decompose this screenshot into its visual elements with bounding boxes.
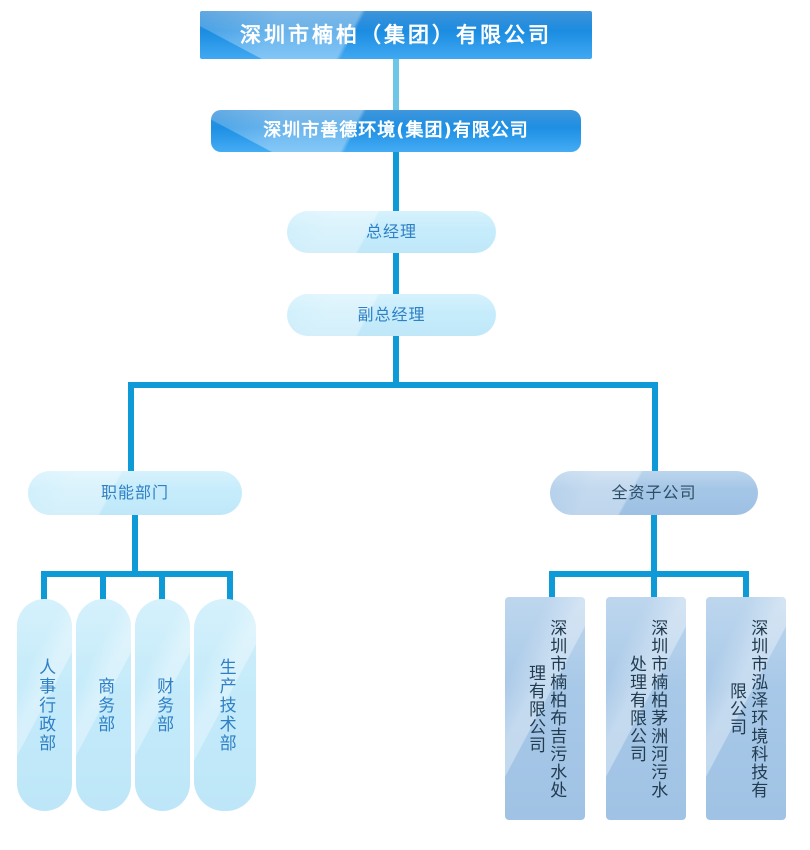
connector-dept-drop-1 bbox=[41, 571, 47, 601]
node-department[interactable]: 商务部 bbox=[76, 599, 131, 811]
connector-bus-to-functional bbox=[128, 382, 134, 471]
connector-group-to-subgroup bbox=[393, 59, 399, 110]
node-sub-group-company-label: 深圳市善德环境(集团)有限公司 bbox=[263, 119, 529, 141]
node-general-manager-label: 总经理 bbox=[365, 222, 417, 241]
node-wholly-owned-subsidiaries[interactable]: 全资子公司 bbox=[550, 471, 758, 515]
node-subsidiary[interactable]: 深圳市楠柏茅洲河污水处理有限公司 bbox=[606, 597, 686, 820]
node-department[interactable]: 生产技术部 bbox=[194, 599, 256, 811]
node-department-label: 商务部 bbox=[94, 676, 115, 734]
node-department-label: 生产技术部 bbox=[215, 657, 236, 753]
node-group-company-label: 深圳市楠柏（集团）有限公司 bbox=[240, 22, 552, 47]
connector-subsidiaries-bus bbox=[549, 571, 749, 577]
node-subsidiary-label: 深圳市楠柏茅洲河污水处理有限公司 bbox=[626, 618, 668, 799]
connector-subsidiary-drop-1 bbox=[549, 571, 555, 599]
node-deputy-general-manager-label: 副总经理 bbox=[357, 305, 426, 324]
connector-main-horizontal-bus bbox=[128, 382, 658, 388]
node-subsidiary[interactable]: 深圳市泓泽环境科技有限公司 bbox=[706, 597, 786, 820]
node-department[interactable]: 财务部 bbox=[135, 599, 190, 811]
connector-gm-to-deputy bbox=[393, 253, 399, 294]
node-general-manager[interactable]: 总经理 bbox=[287, 211, 496, 253]
node-functional-departments[interactable]: 职能部门 bbox=[28, 471, 242, 515]
connector-deputy-to-bus bbox=[393, 336, 399, 385]
node-department-label: 财务部 bbox=[153, 676, 174, 734]
node-subsidiary[interactable]: 深圳市楠柏布吉污水处理有限公司 bbox=[505, 597, 585, 820]
node-functional-departments-label: 职能部门 bbox=[100, 483, 169, 502]
node-department-label: 人事行政部 bbox=[35, 657, 56, 753]
node-group-company[interactable]: 深圳市楠柏（集团）有限公司 bbox=[200, 11, 592, 59]
node-department[interactable]: 人事行政部 bbox=[17, 599, 72, 811]
node-subsidiary-label: 深圳市泓泽环境科技有限公司 bbox=[726, 618, 768, 799]
connector-subgroup-to-gm bbox=[393, 152, 399, 211]
connector-subsidiary-drop-2 bbox=[651, 571, 657, 599]
node-wholly-owned-subsidiaries-label: 全资子公司 bbox=[611, 483, 697, 502]
node-subsidiary-label: 深圳市楠柏布吉污水处理有限公司 bbox=[525, 618, 567, 799]
connector-dept-drop-3 bbox=[159, 571, 165, 601]
node-sub-group-company[interactable]: 深圳市善德环境(集团)有限公司 bbox=[211, 110, 581, 152]
connector-functional-bus bbox=[41, 571, 233, 577]
connector-dept-drop-4 bbox=[227, 571, 233, 601]
connector-dept-drop-2 bbox=[100, 571, 106, 601]
node-deputy-general-manager[interactable]: 副总经理 bbox=[287, 294, 496, 336]
connector-functional-drop bbox=[132, 515, 138, 577]
connector-subsidiaries-drop bbox=[651, 515, 657, 577]
connector-subsidiary-drop-3 bbox=[743, 571, 749, 599]
connector-bus-to-subsidiaries bbox=[652, 382, 658, 471]
